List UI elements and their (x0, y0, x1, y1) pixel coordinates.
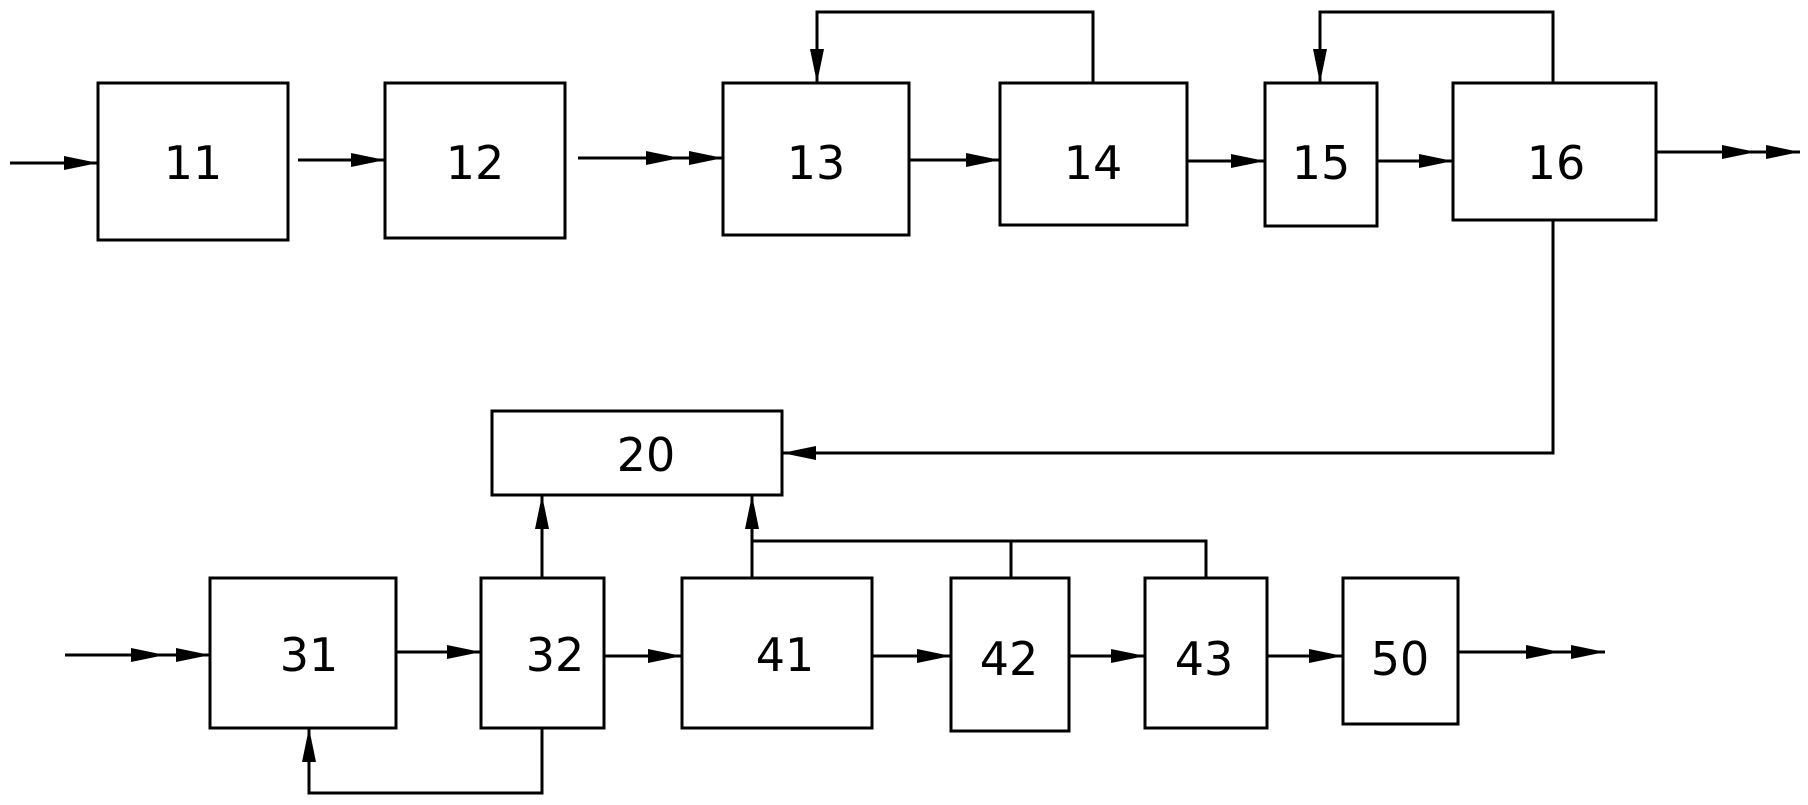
block-42-label: 42 (980, 632, 1039, 686)
block-42: 42 (949, 576, 1071, 733)
arrow-42-to-43 (1069, 649, 1145, 663)
block-41-label: 41 (756, 628, 815, 682)
block-32-label: 32 (526, 628, 585, 682)
block-41: 41 (680, 576, 874, 730)
block-20-label: 20 (617, 428, 676, 482)
arrow-13-to-14 (909, 153, 1000, 167)
block-14-label: 14 (1064, 136, 1123, 190)
block-31-label: 31 (280, 628, 339, 682)
output-arrow-16 (1656, 145, 1800, 159)
arrow-11-to-12 (298, 153, 385, 167)
block-13-label: 13 (787, 136, 846, 190)
block-12-label: 12 (446, 136, 505, 190)
block-14: 14 (998, 81, 1189, 227)
block-12: 12 (383, 81, 567, 240)
block-20: 20 (490, 409, 784, 497)
output-arrow-50 (1458, 645, 1605, 659)
arrow-41-42-43-to-20 (745, 495, 1208, 578)
block-50: 50 (1341, 576, 1460, 726)
block-43: 43 (1143, 576, 1269, 730)
feedback-32-to-31 (302, 728, 544, 795)
block-16: 16 (1451, 81, 1658, 222)
block-43-label: 43 (1175, 632, 1234, 686)
block-50-label: 50 (1371, 632, 1430, 686)
arrow-32-to-41 (604, 649, 682, 663)
block-16-label: 16 (1527, 136, 1586, 190)
feedback-14-to-13 (810, 10, 1095, 83)
block-32: 32 (479, 576, 606, 730)
arrow-31-to-32 (396, 645, 481, 659)
arrow-16-to-20 (782, 220, 1555, 460)
arrow-14-to-15 (1187, 154, 1265, 168)
block-13: 13 (721, 81, 911, 237)
block-15: 15 (1263, 81, 1379, 228)
feedback-16-to-15 (1313, 10, 1555, 83)
arrow-32-to-20 (535, 495, 549, 578)
arrow-12-to-13 (578, 151, 723, 165)
input-arrow-31 (65, 648, 210, 662)
block-31: 31 (208, 576, 398, 730)
block-11: 11 (96, 81, 290, 242)
block-15-label: 15 (1292, 136, 1351, 190)
arrow-43-to-50 (1267, 649, 1343, 663)
arrow-15-to-16 (1377, 154, 1453, 168)
arrow-41-to-42 (872, 649, 951, 663)
input-arrow-11 (10, 156, 98, 170)
block-11-label: 11 (164, 136, 223, 190)
